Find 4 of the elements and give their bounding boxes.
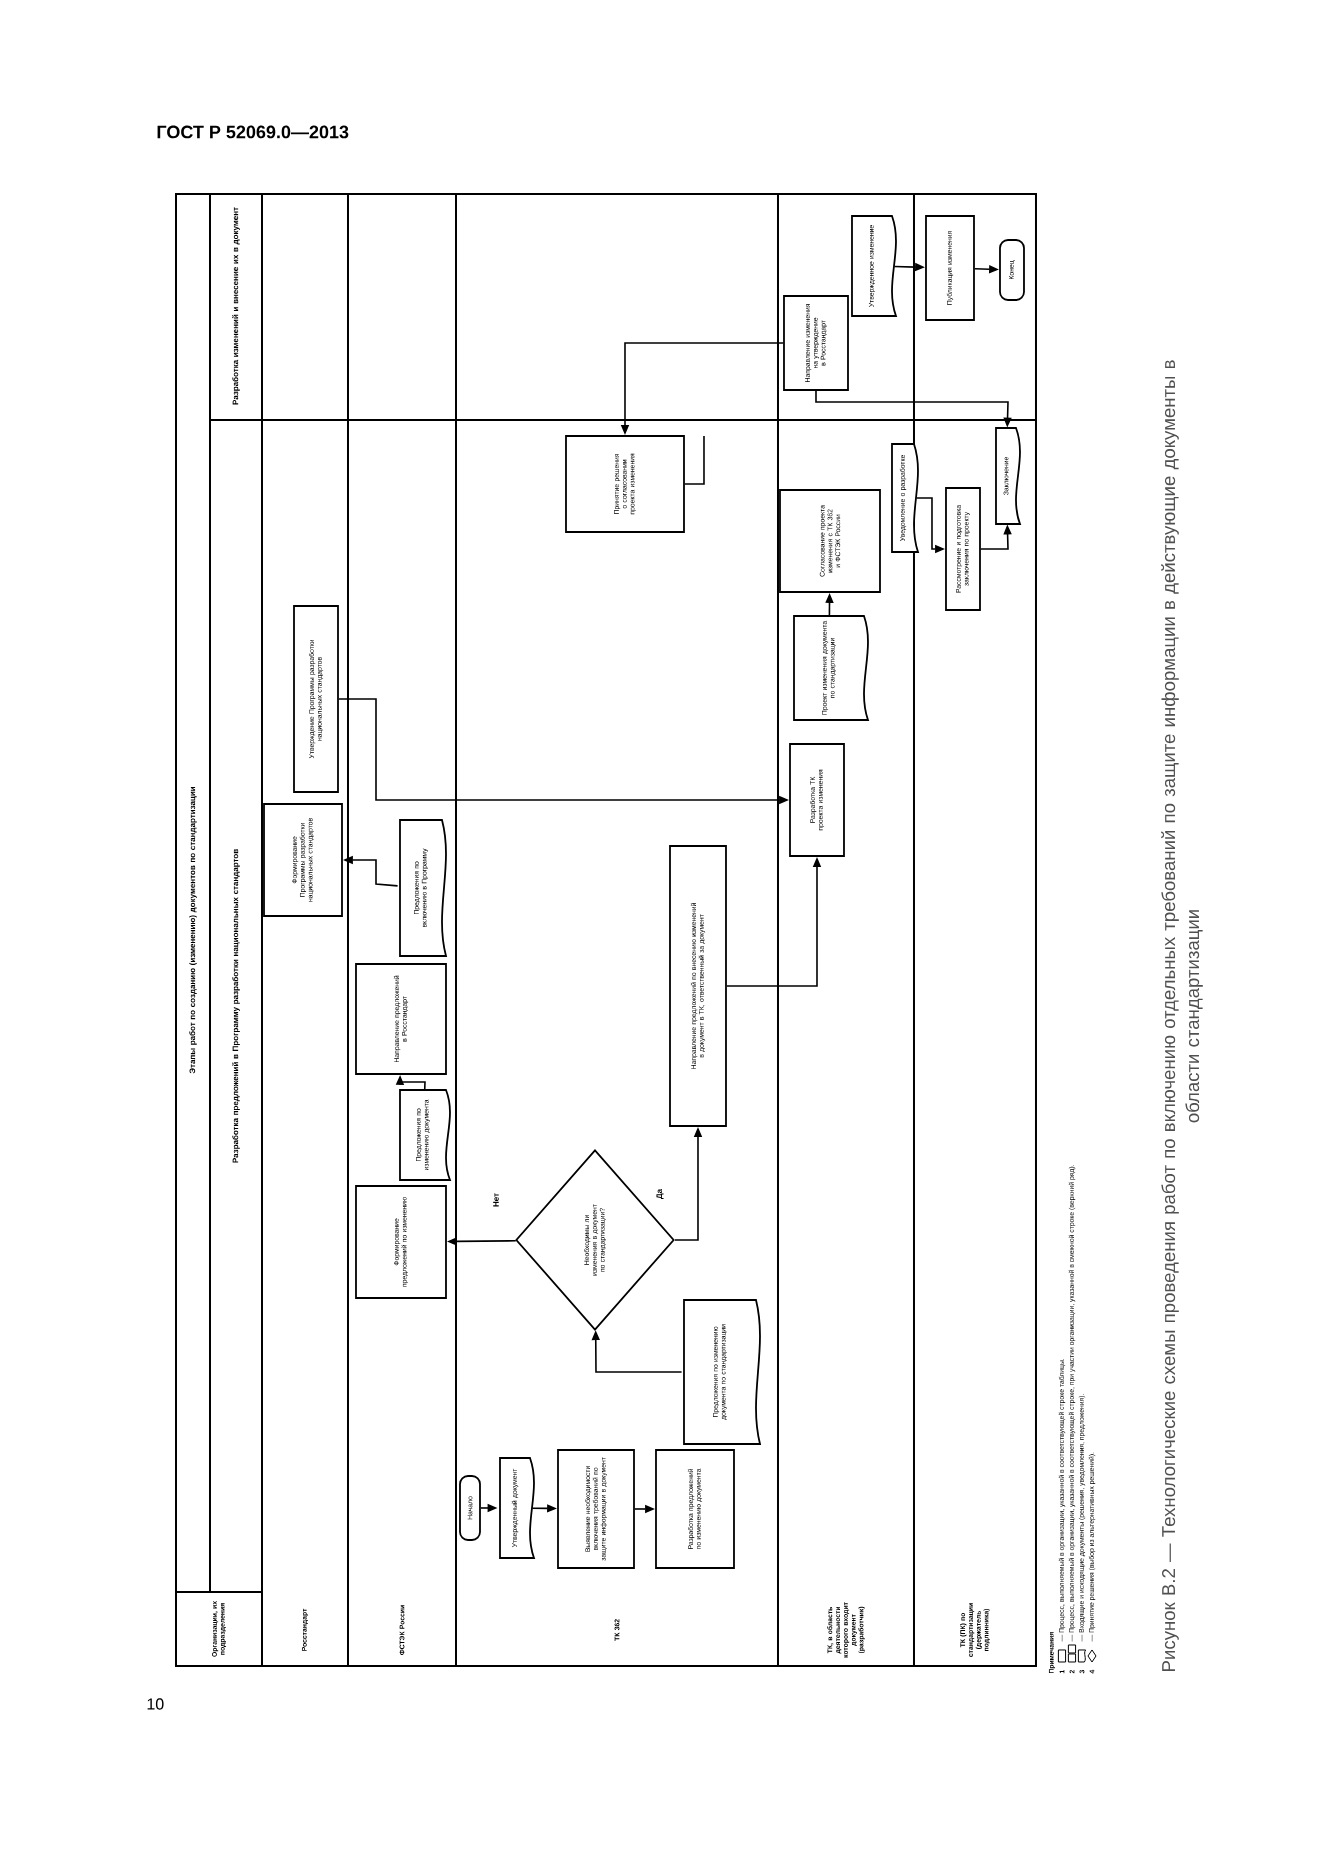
connector-line [684, 435, 705, 485]
page-number: 10 [147, 1698, 164, 1710]
header-text: ГОСТ Р 52069.0—2013 [157, 125, 349, 139]
caption: Рисунок В.2 — Технологические схемы проведения работ по включению отдельных требований по защите информации в действующие документы в области стандартизации [1161, 360, 1203, 1671]
